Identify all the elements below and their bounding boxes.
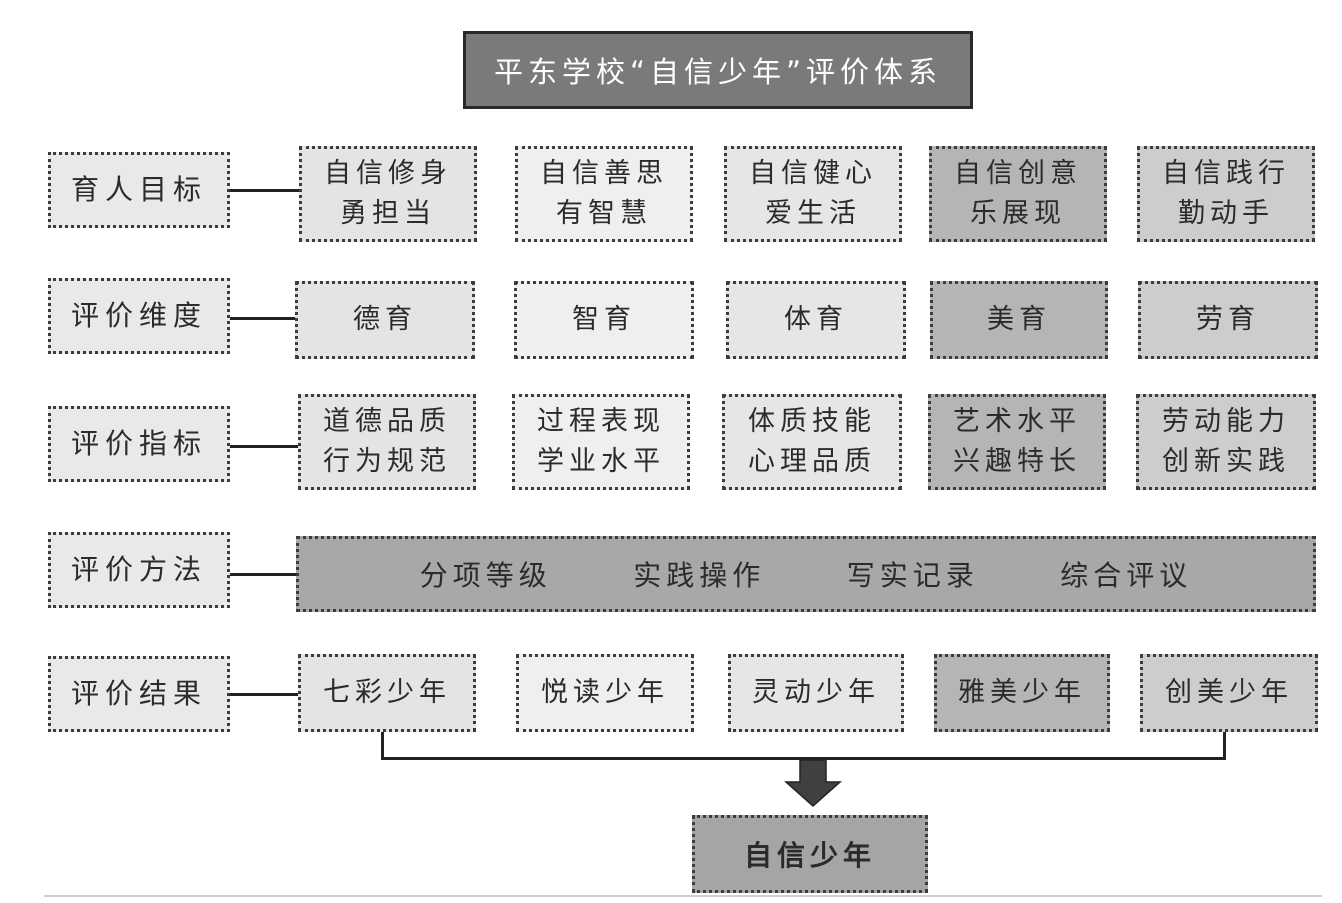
goal-line2: 乐展现: [970, 198, 1066, 229]
final-result-box: 自信少年: [692, 815, 928, 893]
goal-line2: 爱生活: [765, 198, 861, 229]
goal-line2: 勤动手: [1178, 198, 1274, 229]
dimension-box: 德育: [295, 281, 475, 359]
indicator-line2: 创新实践: [1162, 446, 1290, 477]
row-label-dimensions: 评价维度: [48, 278, 230, 354]
goal-box: 自信践行 勤动手: [1137, 146, 1315, 242]
row-label-results: 评价结果: [48, 656, 230, 732]
method-item: 写实记录: [846, 559, 979, 592]
row-label-methods: 评价方法: [48, 532, 230, 608]
bracket-right: [1223, 732, 1226, 760]
connector-goals: [230, 189, 300, 192]
indicator-line2: 学业水平: [537, 446, 665, 477]
indicator-box: 劳动能力 创新实践: [1136, 394, 1316, 490]
result-box: 灵动少年: [728, 654, 904, 732]
goal-line2: 有智慧: [556, 198, 652, 229]
goal-box: 自信创意 乐展现: [929, 146, 1107, 242]
indicator-box: 艺术水平 兴趣特长: [928, 394, 1106, 490]
diagram-title: 平东学校“自信少年”评价体系: [463, 31, 973, 109]
row-label-indicators: 评价指标: [48, 406, 230, 482]
dimension-box: 劳育: [1138, 281, 1318, 359]
indicator-line2: 行为规范: [323, 446, 451, 477]
method-item: 实践操作: [633, 559, 766, 592]
dimension-box: 智育: [514, 281, 694, 359]
down-arrow-icon: [784, 760, 842, 808]
result-box: 创美少年: [1140, 654, 1318, 732]
goal-line1: 自信善思: [540, 158, 668, 189]
goal-line1: 自信创意: [954, 158, 1082, 189]
goal-box: 自信健心 爱生活: [724, 146, 902, 242]
goal-line1: 自信修身: [324, 158, 452, 189]
result-box: 雅美少年: [934, 654, 1110, 732]
indicator-line1: 道德品质: [323, 406, 451, 437]
row-label-goals: 育人目标: [48, 152, 230, 228]
goal-box: 自信修身 勇担当: [299, 146, 477, 242]
connector-results: [230, 693, 298, 696]
indicator-box: 道德品质 行为规范: [298, 394, 476, 490]
indicator-box: 体质技能 心理品质: [722, 394, 902, 490]
dimension-box: 体育: [726, 281, 906, 359]
dimension-box: 美育: [930, 281, 1108, 359]
method-item: 分项等级: [419, 559, 552, 592]
connector-dimensions: [230, 317, 296, 320]
result-box: 悦读少年: [516, 654, 694, 732]
goal-line2: 勇担当: [340, 198, 436, 229]
indicator-line1: 艺术水平: [953, 406, 1081, 437]
bracket-left: [381, 732, 384, 760]
bottom-divider: [44, 895, 1322, 897]
indicator-line2: 心理品质: [748, 446, 876, 477]
method-item: 综合评议: [1060, 559, 1193, 592]
connector-indicators: [230, 445, 298, 448]
indicator-box: 过程表现 学业水平: [512, 394, 690, 490]
indicator-line1: 体质技能: [748, 406, 876, 437]
goal-box: 自信善思 有智慧: [515, 146, 693, 242]
result-box: 七彩少年: [298, 654, 476, 732]
methods-bar: 分项等级 实践操作 写实记录 综合评议: [296, 536, 1316, 612]
bracket-bottom: [381, 757, 1226, 760]
indicator-line1: 过程表现: [537, 406, 665, 437]
goal-line1: 自信践行: [1162, 158, 1290, 189]
connector-methods: [230, 573, 296, 576]
indicator-line1: 劳动能力: [1162, 406, 1290, 437]
indicator-line2: 兴趣特长: [953, 446, 1081, 477]
goal-line1: 自信健心: [749, 158, 877, 189]
